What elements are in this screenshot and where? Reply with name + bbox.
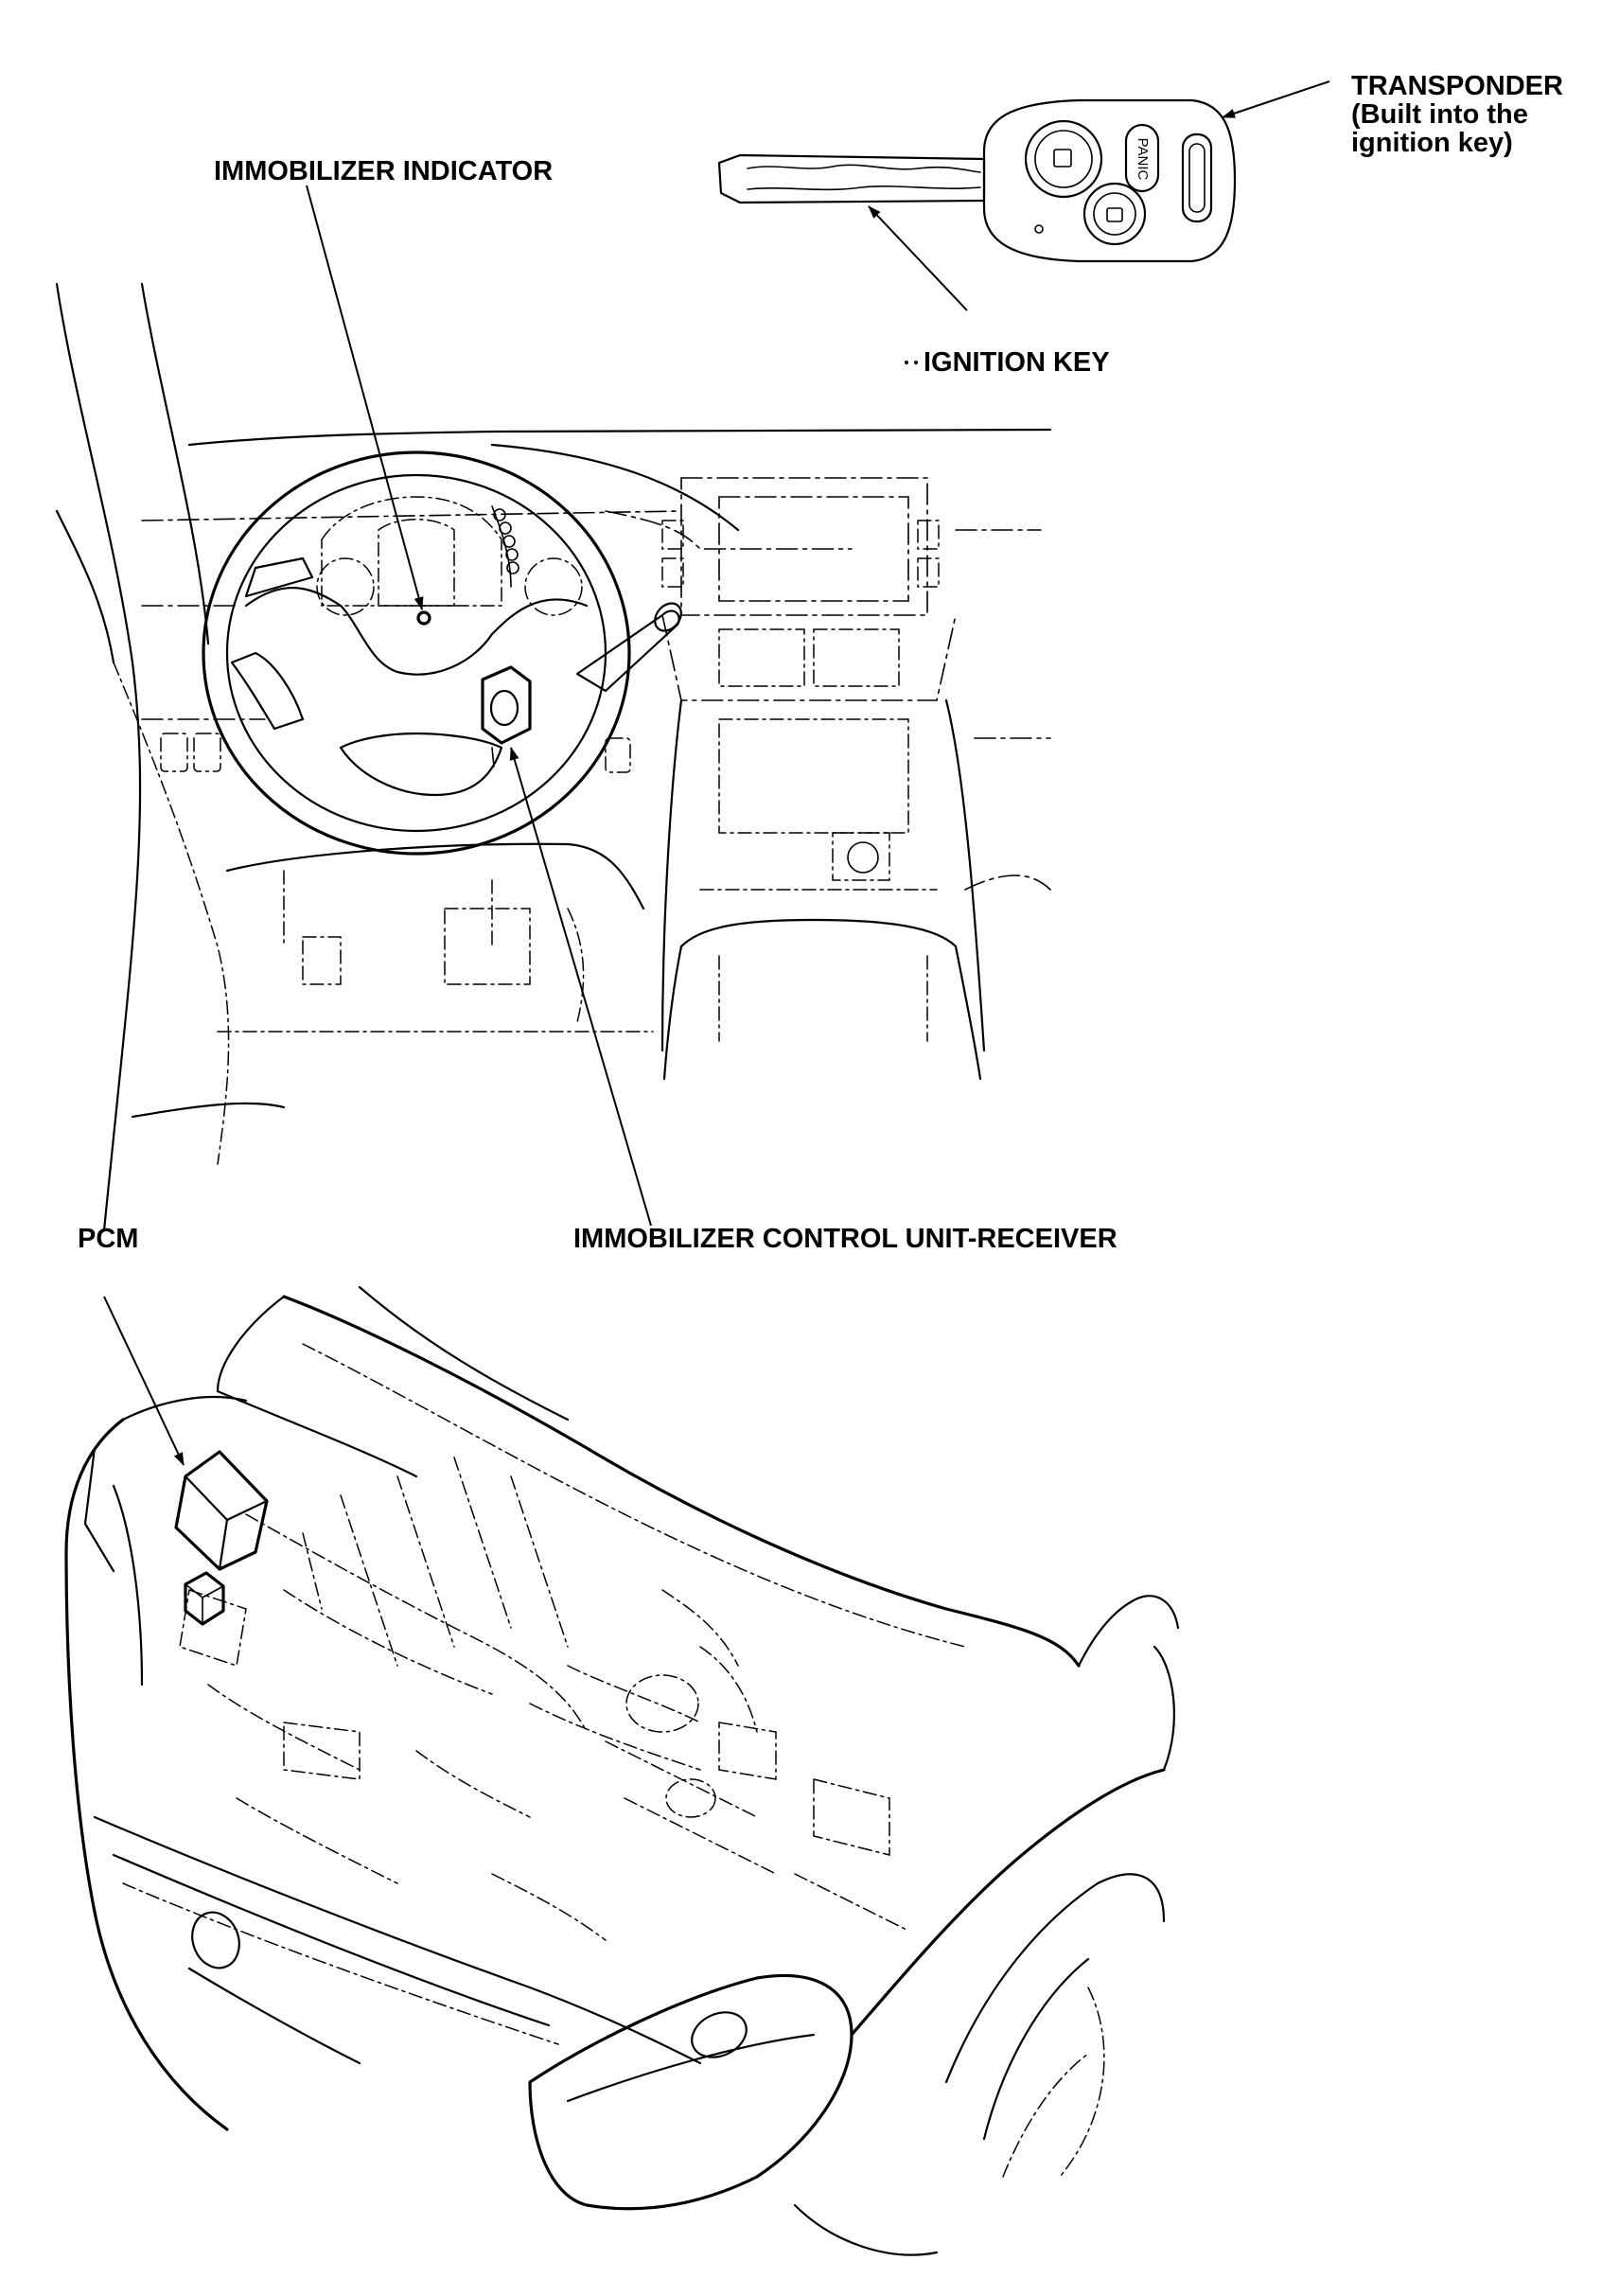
dashboard-drawing	[55, 282, 1052, 1232]
transponder-label-line-1: TRANSPONDER	[1351, 71, 1563, 101]
immobilizer-control-unit-receiver-label: IMMOBILIZER CONTROL UNIT-RECEIVER	[573, 1224, 1117, 1254]
transponder-label-line-2: (Built into the	[1351, 99, 1528, 130]
engine-bay-drawing	[64, 1285, 1180, 2256]
immobilizer-indicator-label: IMMOBILIZER INDICATOR	[214, 156, 554, 186]
ignition-key-drawing: PANIC	[717, 98, 1237, 263]
transponder-label-line-3: ignition key)	[1351, 128, 1513, 158]
transponder-label: TRANSPONDER (Built into the ignition key…	[1351, 72, 1563, 157]
ignition-key-label: IGNITION KEY	[924, 347, 1110, 378]
panic-button-text: PANIC	[1135, 138, 1151, 181]
pcm-label: PCM	[78, 1224, 139, 1254]
